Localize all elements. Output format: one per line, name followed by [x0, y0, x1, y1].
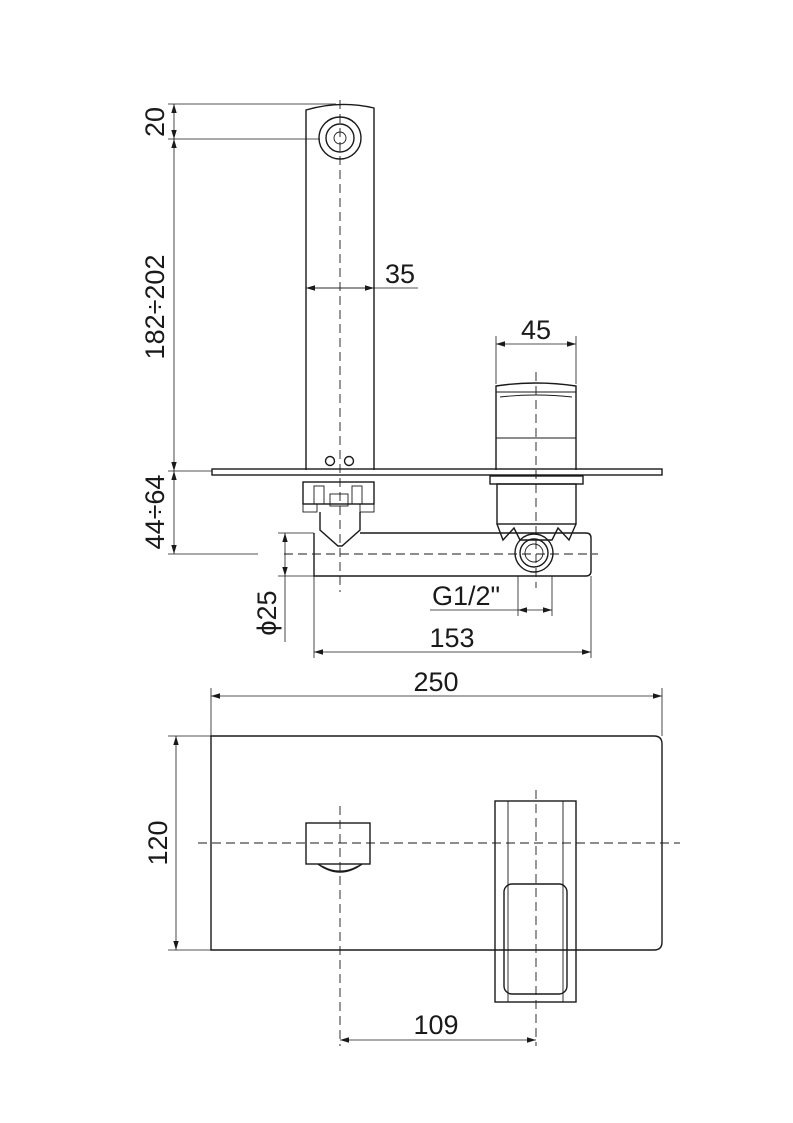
aerator-outlet [318, 116, 362, 160]
side-view: 20 182÷202 44÷64 35 45 ϕ25 G1/2" 153 [140, 100, 663, 658]
screw-right [343, 455, 355, 467]
dim-label-153: 153 [429, 623, 474, 653]
dim-label-35: 35 [385, 259, 415, 289]
wall-plate [211, 468, 663, 476]
front-handle [494, 800, 577, 1003]
dim-label-44-64: 44÷64 [140, 475, 170, 550]
front-view: 250 120 109 [143, 667, 680, 1046]
front-spout [305, 822, 371, 873]
screw-left [324, 455, 336, 467]
dim-label-g12: G1/2" [432, 581, 500, 611]
body-pipe [313, 532, 592, 577]
dim-label-109: 109 [413, 1010, 458, 1040]
dim-vertical-chain [168, 103, 336, 555]
dim-label-182-202: 182÷202 [140, 255, 170, 360]
mixer-handle [489, 382, 584, 542]
dim-label-120: 120 [143, 820, 173, 865]
spout-mounting-block [302, 481, 375, 547]
front-wall-plate [210, 735, 663, 951]
dim-label-20: 20 [140, 107, 170, 137]
dim-label-phi25: ϕ25 [252, 590, 282, 635]
dim-label-45: 45 [521, 315, 551, 345]
dim-label-250: 250 [413, 667, 458, 697]
